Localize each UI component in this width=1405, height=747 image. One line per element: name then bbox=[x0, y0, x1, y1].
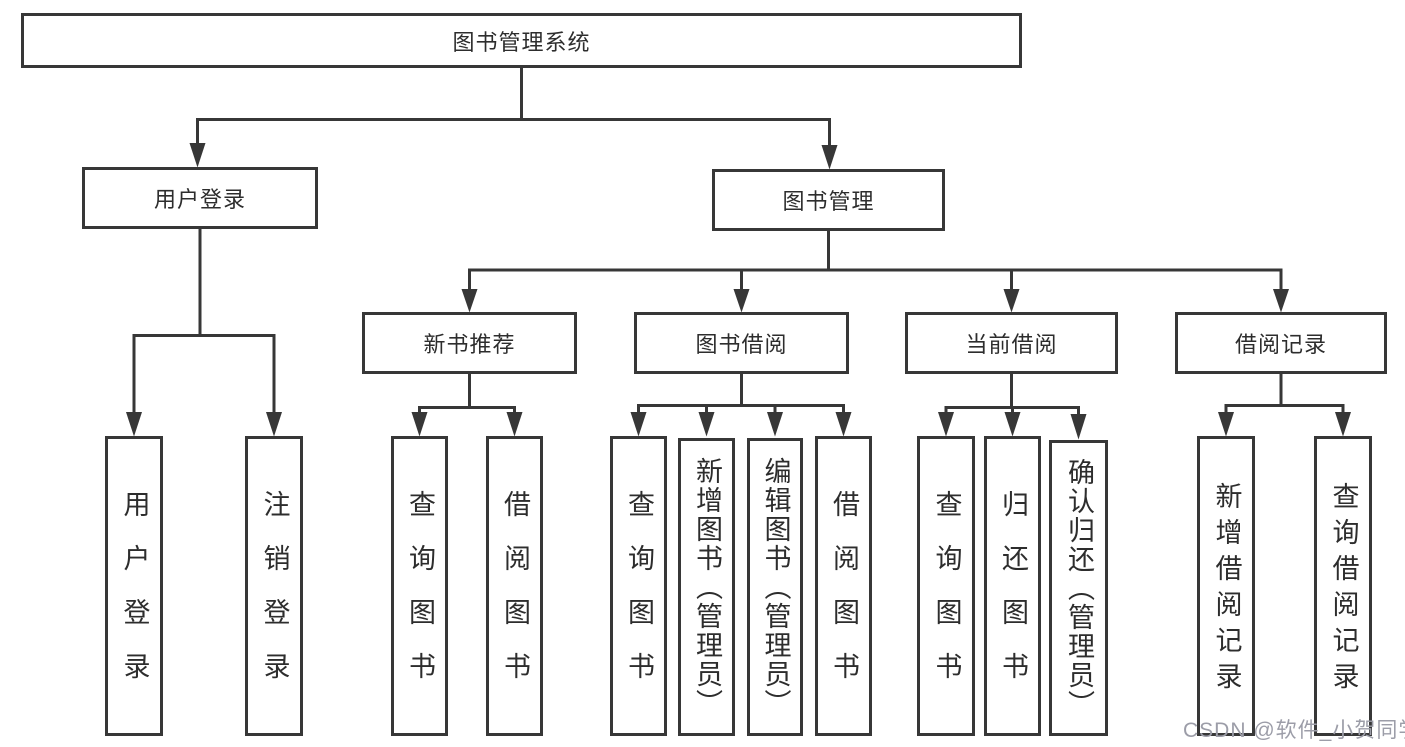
leaf-newrec-borrow-books: 借阅图书 bbox=[486, 436, 543, 736]
leaf-borrow-edit-books-admin: 编辑图书（管理员） bbox=[747, 438, 803, 736]
node-label: 确认归还（管理员） bbox=[1064, 457, 1094, 719]
leaf-user-login: 用户登录 bbox=[105, 436, 163, 736]
node-label: 图书借阅 bbox=[695, 332, 788, 357]
node-label: 新增图书（管理员） bbox=[692, 456, 722, 718]
node-book-management: 图书管理 bbox=[712, 169, 945, 231]
node-book-borrow: 图书借阅 bbox=[634, 312, 849, 374]
node-borrow-records: 借阅记录 bbox=[1175, 312, 1387, 374]
node-label: 借阅记录 bbox=[1234, 332, 1327, 357]
connector-current-borrow-to-leaves bbox=[938, 373, 1087, 440]
leaf-records-add-record: 新增借阅记录 bbox=[1197, 436, 1255, 736]
connector-user-login-to-leaves bbox=[126, 228, 282, 437]
node-label: 查询图书 bbox=[405, 490, 435, 706]
leaf-current-query-books: 查询图书 bbox=[917, 436, 975, 736]
connector-new-book-recommend-to-leaves bbox=[411, 373, 523, 437]
node-label: 借阅图书 bbox=[829, 490, 859, 706]
leaf-records-query-record: 查询借阅记录 bbox=[1314, 436, 1372, 736]
connector-root-to-level2 bbox=[189, 65, 838, 170]
leaf-borrow-borrow-books: 借阅图书 bbox=[815, 436, 872, 736]
node-user-login: 用户登录 bbox=[82, 167, 318, 229]
leaf-newrec-query-books: 查询图书 bbox=[391, 436, 448, 736]
node-label: 图书管理系统 bbox=[452, 29, 591, 55]
node-current-borrow: 当前借阅 bbox=[905, 312, 1118, 374]
leaf-current-confirm-return-admin: 确认归还（管理员） bbox=[1049, 440, 1108, 736]
node-label: 用户登录 bbox=[119, 490, 150, 706]
node-library-management-system: 图书管理系统 bbox=[21, 13, 1022, 68]
node-label: 当前借阅 bbox=[965, 332, 1058, 357]
node-new-book-recommend: 新书推荐 bbox=[362, 312, 577, 374]
leaf-current-return-books: 归还图书 bbox=[984, 436, 1041, 736]
connector-book-borrow-to-leaves bbox=[630, 373, 852, 437]
node-label: 注销登录 bbox=[259, 490, 290, 706]
node-label: 新增借阅记录 bbox=[1211, 482, 1242, 698]
connector-book-management-to-level3 bbox=[461, 231, 1289, 313]
node-label: 查询借阅记录 bbox=[1328, 482, 1359, 698]
node-label: 归还图书 bbox=[998, 490, 1028, 706]
node-label: 查询图书 bbox=[624, 490, 654, 706]
node-label: 新书推荐 bbox=[423, 332, 516, 357]
node-label: 编辑图书（管理员） bbox=[760, 456, 791, 718]
leaf-borrow-query-books: 查询图书 bbox=[610, 436, 667, 736]
connector-borrow-records-to-leaves bbox=[1218, 373, 1351, 437]
leaf-borrow-add-books-admin: 新增图书（管理员） bbox=[678, 438, 735, 736]
node-label: 用户登录 bbox=[153, 187, 246, 212]
node-label: 借阅图书 bbox=[500, 490, 530, 706]
csdn-watermark: CSDN @软件_小贺同学 bbox=[1183, 719, 1405, 742]
node-label: 图书管理 bbox=[782, 189, 875, 214]
node-label: 查询图书 bbox=[931, 490, 962, 706]
leaf-logout: 注销登录 bbox=[245, 436, 303, 736]
